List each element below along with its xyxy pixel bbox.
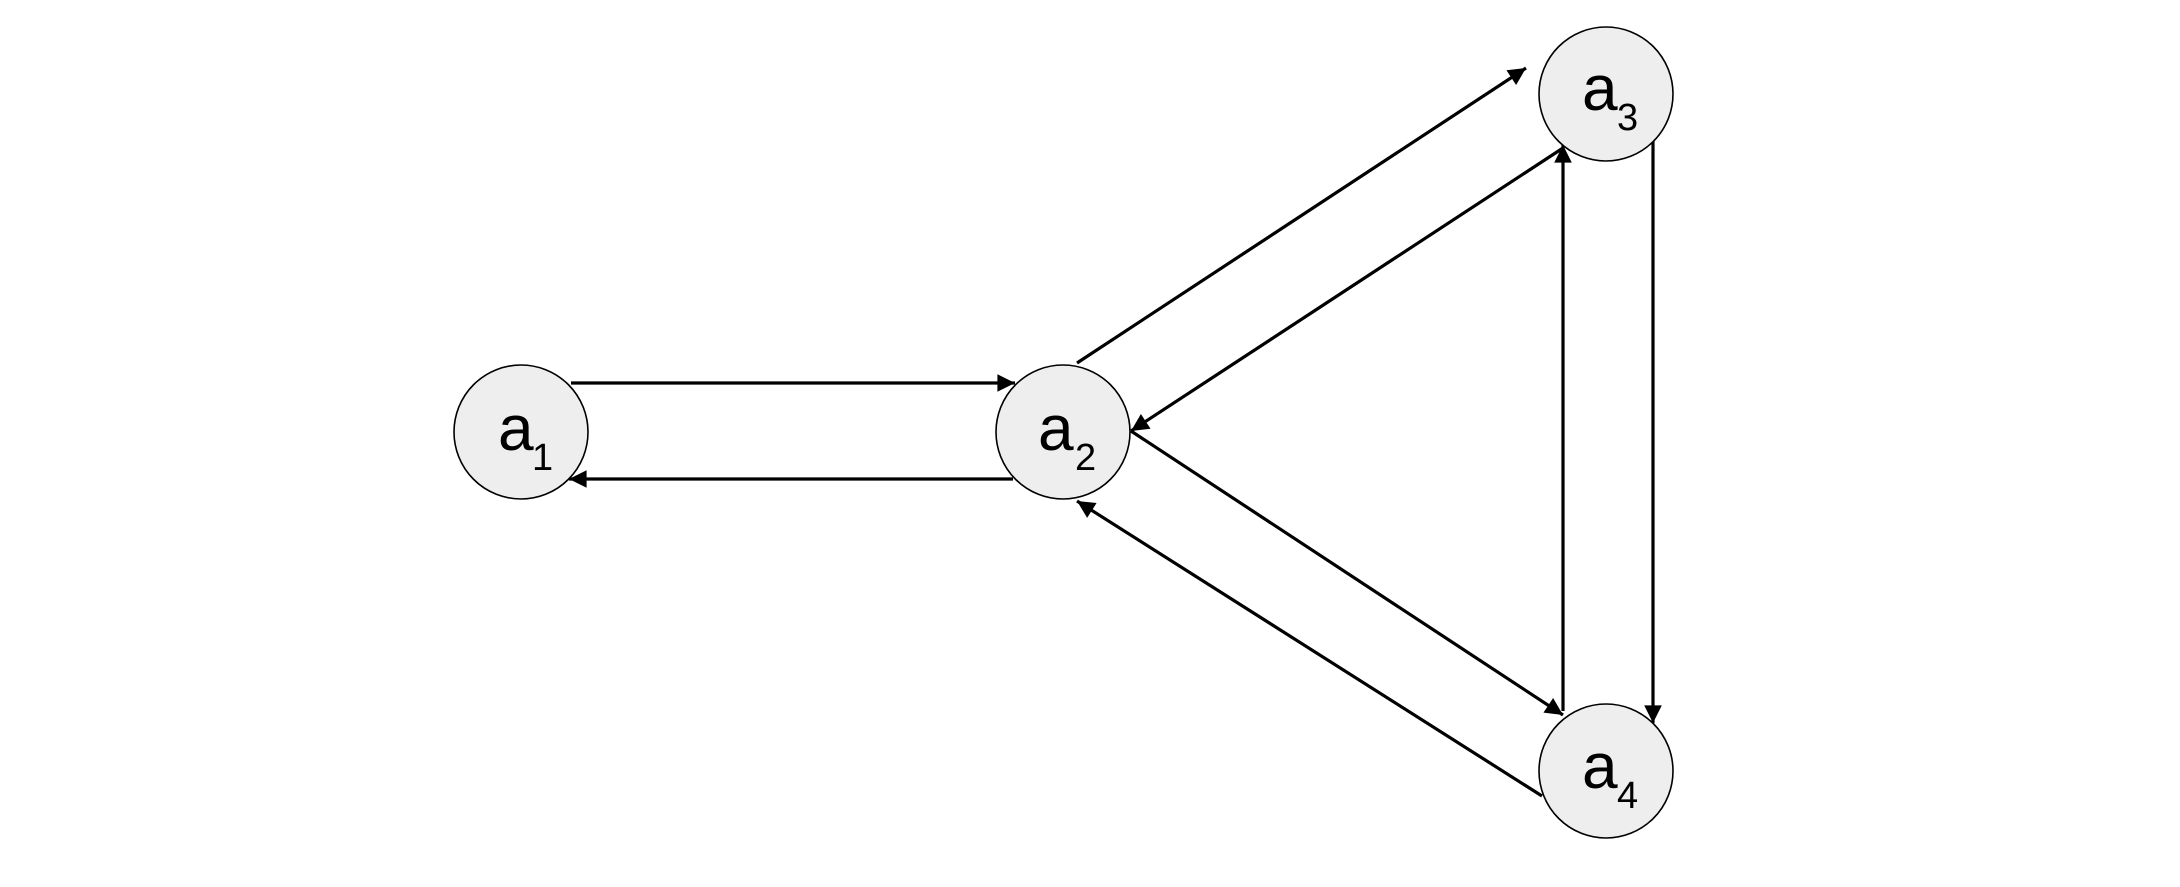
edge-a2-to-a3 — [1076, 66, 1527, 365]
node-a1: a 1 — [453, 364, 589, 500]
node-a2-label: a — [1038, 392, 1074, 464]
node-a1-circle — [453, 364, 589, 500]
edges — [569, 66, 1662, 798]
node-a3-circle — [1538, 26, 1674, 162]
edge-a2-to-a4 — [1130, 429, 1564, 717]
node-a4-circle — [1538, 703, 1674, 839]
node-a3: a 3 — [1538, 26, 1674, 162]
node-a4-subscript: 4 — [1617, 775, 1638, 817]
node-a4-label: a — [1582, 730, 1618, 802]
node-a1-label: a — [498, 392, 534, 464]
node-a2-subscript: 2 — [1075, 437, 1096, 479]
node-a2: a 2 — [995, 364, 1131, 500]
edge-a4-to-a2 — [1076, 499, 1543, 798]
node-a3-subscript: 3 — [1617, 97, 1638, 139]
node-a1-subscript: 1 — [532, 437, 553, 479]
node-a4: a 4 — [1538, 703, 1674, 839]
edge-a3-to-a2 — [1130, 146, 1564, 433]
node-a3-label: a — [1582, 52, 1618, 124]
node-a2-circle — [995, 364, 1131, 500]
